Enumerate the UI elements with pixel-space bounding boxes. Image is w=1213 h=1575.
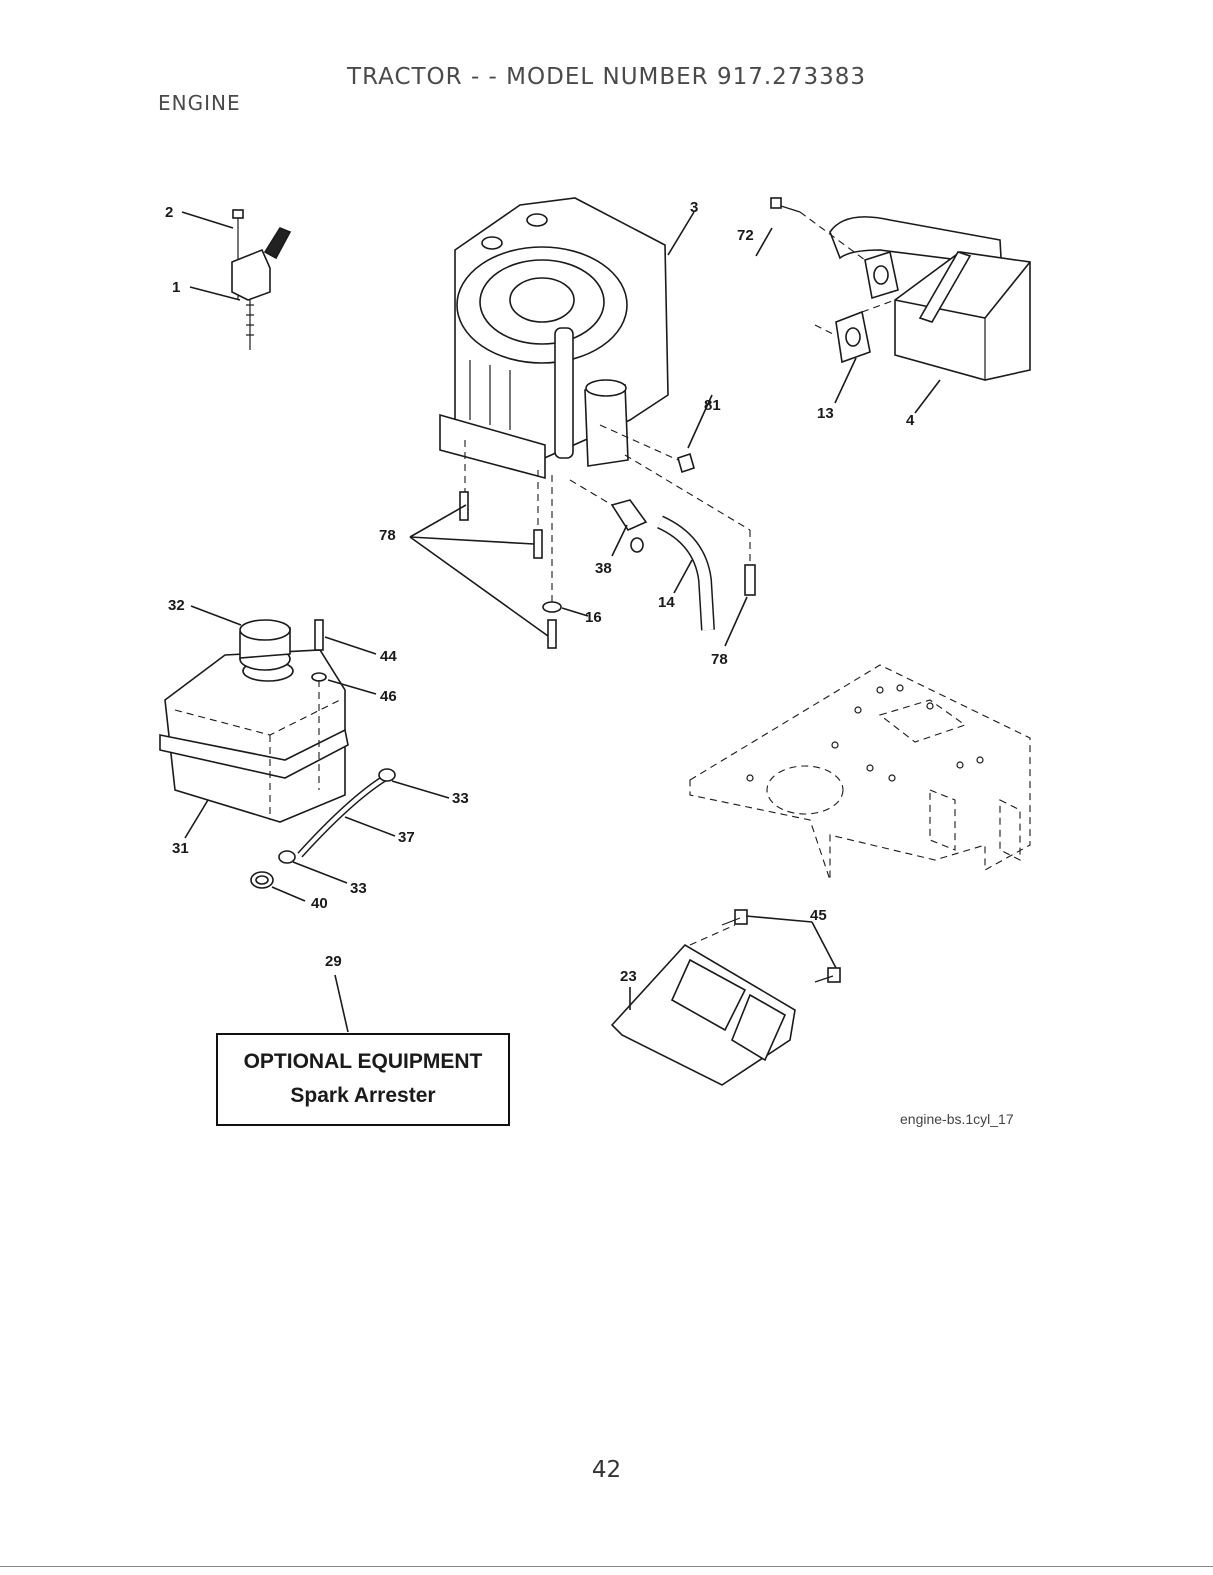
- callout-81: 81: [704, 397, 721, 414]
- callout-72: 72: [737, 227, 754, 244]
- callout-40: 40: [311, 895, 328, 912]
- callout-29: 29: [325, 953, 342, 970]
- callout-14: 14: [658, 594, 675, 611]
- callout-2: 2: [165, 204, 173, 221]
- page-number: 42: [0, 1457, 1213, 1483]
- callout-32: 32: [168, 597, 185, 614]
- muffler-part: [771, 198, 1030, 380]
- callout-3: 3: [690, 199, 698, 216]
- callout-13: 13: [817, 405, 834, 422]
- optional-equipment-item: Spark Arrester: [218, 1084, 508, 1108]
- callout-78-left: 78: [379, 527, 396, 544]
- callout-44: 44: [380, 648, 397, 665]
- callout-31: 31: [172, 840, 189, 857]
- bottom-rule: [0, 1566, 1213, 1567]
- callout-38: 38: [595, 560, 612, 577]
- callout-4: 4: [906, 412, 915, 429]
- callout-23: 23: [620, 968, 637, 985]
- callout-1: 1: [172, 279, 180, 296]
- frame-part: [690, 665, 1030, 880]
- fuel-tank-part: [160, 620, 348, 822]
- callout-33-upper: 33: [452, 790, 469, 807]
- heat-shield-part: [612, 910, 840, 1085]
- callout-78-right: 78: [711, 651, 728, 668]
- callout-46: 46: [380, 688, 397, 705]
- callout-45: 45: [810, 907, 827, 924]
- callout-16: 16: [585, 609, 602, 626]
- drawing-reference: engine-bs.1cyl_17: [900, 1111, 1014, 1127]
- throttle-control-part: [232, 210, 290, 350]
- optional-equipment-heading: OPTIONAL EQUIPMENT: [218, 1050, 508, 1074]
- callout-33-lower: 33: [350, 880, 367, 897]
- optional-equipment-box: OPTIONAL EQUIPMENT Spark Arrester: [216, 1033, 510, 1126]
- callout-37: 37: [398, 829, 415, 846]
- engine-part: [440, 198, 668, 478]
